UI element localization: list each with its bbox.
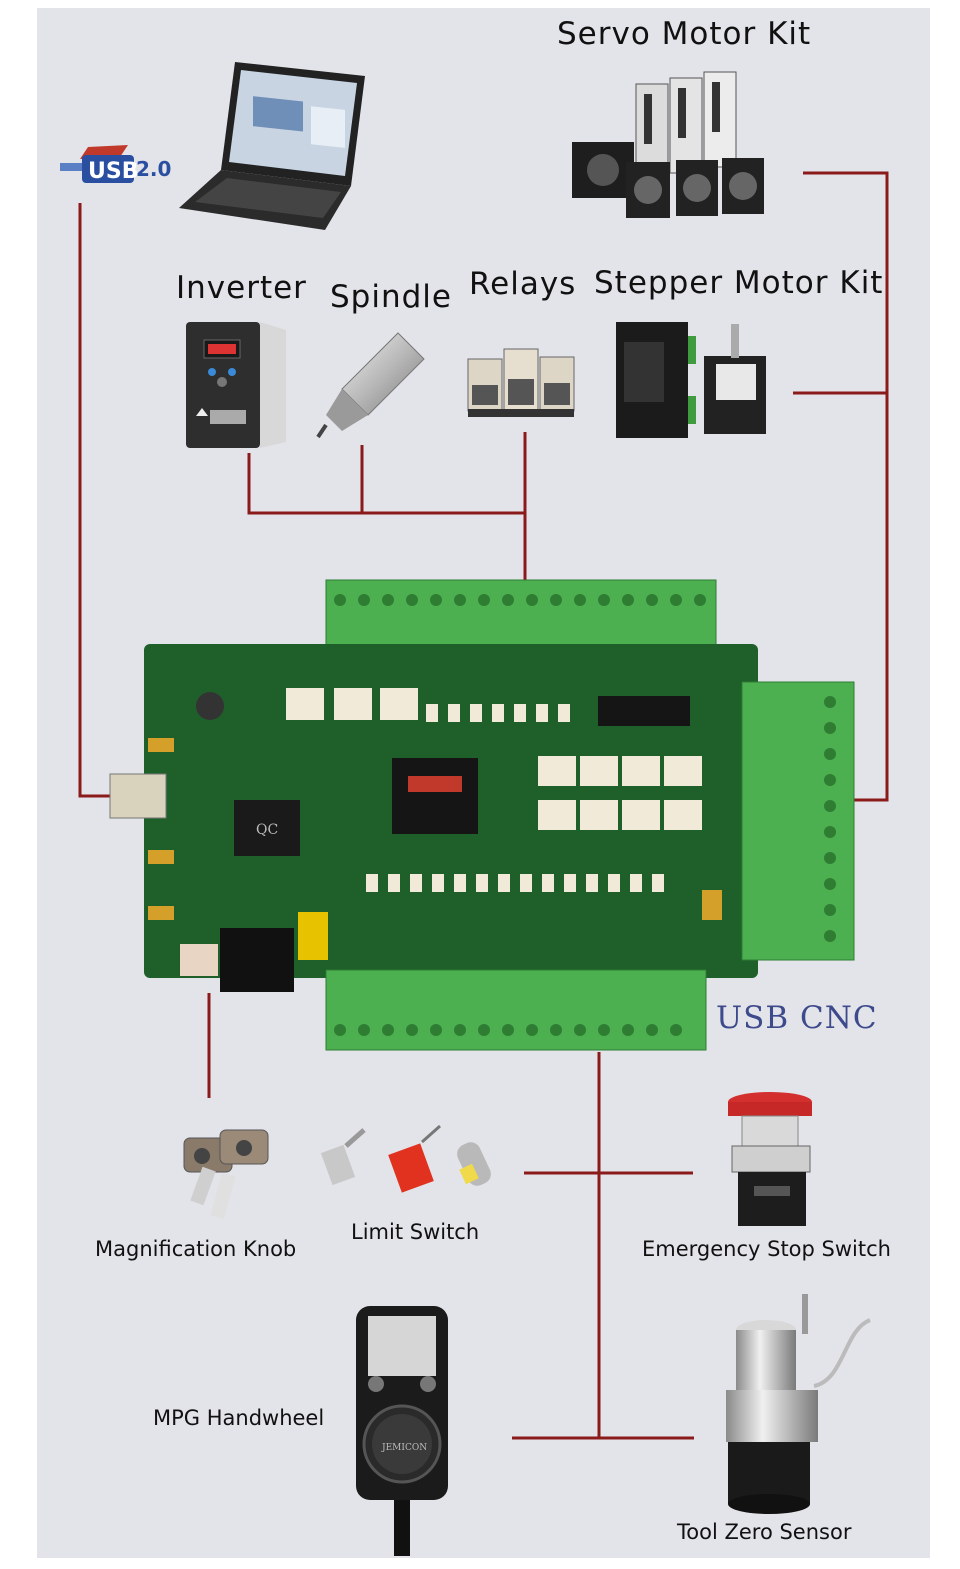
- servo-motor-kit-label: Servo Motor Kit: [557, 16, 812, 52]
- inverter-icon: [186, 322, 286, 448]
- controller-board-icon: QC: [109, 579, 855, 1051]
- limit-switch-label: Limit Switch: [351, 1220, 480, 1244]
- handwheel-icon: JEMICON: [356, 1306, 448, 1556]
- emergency-stop-icon: [728, 1092, 812, 1226]
- servo-motor-icon: [572, 71, 764, 218]
- limit-switch-icon: [320, 1124, 491, 1193]
- tool-sensor-icon: [726, 1294, 871, 1514]
- spindle-label: Spindle: [330, 279, 452, 315]
- inverter-image: [182, 318, 292, 453]
- usb-cnc-label: USB CNC: [716, 1000, 878, 1036]
- usb-logo-text: USB: [88, 159, 138, 184]
- mpg-handwheel-label: MPG Handwheel: [153, 1406, 325, 1430]
- relays-image: [464, 345, 576, 420]
- magnification-knob-label: Magnification Knob: [95, 1237, 297, 1261]
- usb-logo: USB 2.0: [58, 143, 176, 185]
- limit-switch-image: [318, 1122, 506, 1202]
- usb-version-text: 2.0: [136, 157, 171, 181]
- magnification-knob-image: [168, 1112, 276, 1222]
- relays-label: Relays: [469, 266, 577, 302]
- chip-label: QC: [256, 822, 278, 838]
- stepper-motor-icon: [616, 322, 766, 438]
- laptop-icon: [179, 62, 365, 230]
- stepper-motor-kit-image: [612, 318, 777, 443]
- emergency-stop-switch-image: [724, 1090, 816, 1230]
- stepper-motor-kit-label: Stepper Motor Kit: [594, 265, 884, 301]
- inverter-label: Inverter: [176, 270, 307, 306]
- mpg-handwheel-image: JEMICON: [352, 1300, 452, 1558]
- wire-usb: [78, 203, 110, 798]
- relays-icon: [467, 348, 575, 417]
- spindle-icon: [316, 332, 425, 439]
- laptop: [175, 58, 370, 233]
- spindle-image: [312, 325, 432, 445]
- wire-inverter: [247, 453, 525, 515]
- usb-logo-icon: USB 2.0: [60, 145, 171, 184]
- wire-servo: [803, 171, 889, 802]
- tool-zero-sensor-label: Tool Zero Sensor: [677, 1520, 852, 1544]
- servo-motor-kit-image: [568, 64, 778, 224]
- usb-cnc-controller-board: QC: [108, 578, 860, 1056]
- emergency-stop-switch-label: Emergency Stop Switch: [642, 1237, 891, 1261]
- handwheel-brand: JEMICON: [381, 1443, 427, 1453]
- knob-icon: [183, 1129, 269, 1220]
- tool-zero-sensor-image: [714, 1290, 876, 1516]
